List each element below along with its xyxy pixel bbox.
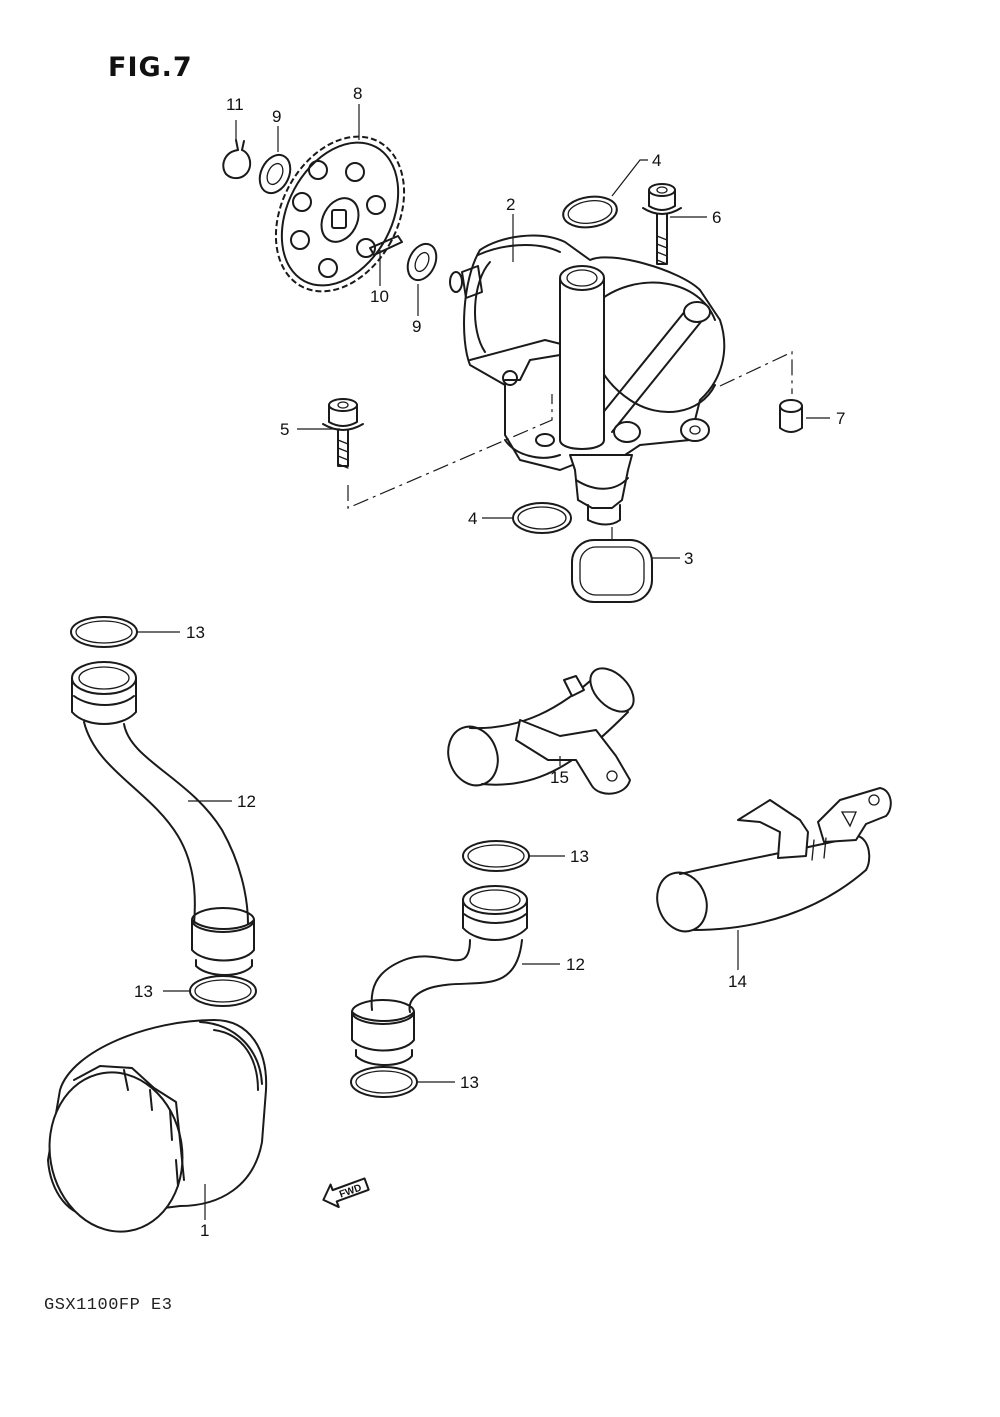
fwd-label: FWD [338,1183,363,1201]
callout-9-upper: 9 [272,107,281,126]
callout-5: 5 [280,420,289,439]
oil-pump-body-part-2[interactable] [449,234,726,526]
circlip-part-11[interactable] [222,139,252,180]
callout-12-middle: 12 [566,955,585,974]
callout-numbers: 11 9 8 4 6 2 10 9 5 7 4 3 13 12 15 13 13… [134,84,845,1240]
callout-13-middle-lower: 13 [460,1073,479,1092]
o-ring-part-4-upper[interactable] [561,193,619,230]
callout-7: 7 [836,409,845,428]
callout-3: 3 [684,549,693,568]
dowel-pin-part-7[interactable] [779,399,803,433]
gasket-part-3[interactable] [571,539,653,603]
pin-part-10[interactable] [369,235,403,256]
o-ring-part-13-lower-left[interactable] [189,975,257,1007]
callout-15: 15 [550,768,569,787]
callout-8: 8 [353,84,362,103]
bolt-part-6[interactable] [642,183,682,265]
oil-pipe-part-15[interactable] [440,660,642,795]
callout-6: 6 [712,208,721,227]
oil-pipe-part-12-left[interactable] [71,661,255,976]
callout-11: 11 [226,95,244,114]
alignment-lines [347,351,793,509]
callout-13-top-left: 13 [186,623,205,642]
o-ring-part-13-middle-upper[interactable] [462,840,530,872]
driven-gear-part-8[interactable] [250,114,429,313]
callout-14: 14 [728,972,747,991]
callout-13-lower-left: 13 [134,982,153,1001]
callout-10: 10 [370,287,389,306]
washer-part-9-upper[interactable] [254,150,296,198]
model-code: GSX1100FP E3 [44,1296,173,1315]
callout-9-lower: 9 [412,317,421,336]
oil-pipe-part-14[interactable] [649,787,892,938]
oil-pipe-part-12-middle[interactable] [351,885,528,1066]
callout-12-left: 12 [237,792,256,811]
fwd-arrow-icon: FWD [322,1177,370,1209]
bolt-part-5[interactable] [322,398,364,469]
o-ring-part-13-top-left[interactable] [70,616,138,648]
o-ring-part-4-lower[interactable] [512,502,572,534]
callout-13-middle-upper: 13 [570,847,589,866]
callout-4-upper: 4 [652,151,661,170]
figure-title: FIG.7 [108,52,193,83]
washer-part-9-lower[interactable] [402,239,442,284]
o-ring-part-13-middle-lower[interactable] [350,1066,418,1098]
oil-filter-part-1[interactable] [37,1019,268,1242]
callout-leaders [137,104,830,1220]
callout-1: 1 [200,1221,209,1240]
callout-4-lower: 4 [468,509,477,528]
callout-2: 2 [506,195,515,214]
